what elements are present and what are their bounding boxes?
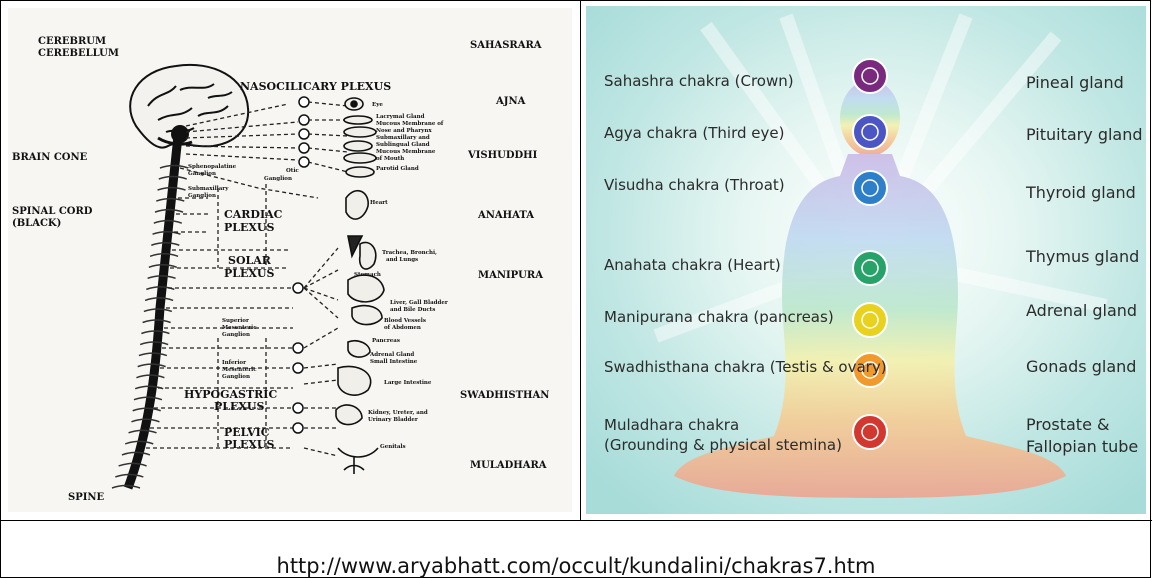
chakra-sahasrara: SAHASRARA <box>470 40 542 51</box>
svg-text:Lacrymal Gland: Lacrymal Gland <box>376 114 425 120</box>
svg-text:Adrenal Gland: Adrenal Gland <box>369 352 414 358</box>
svg-text:Mucous Membrane of: Mucous Membrane of <box>376 121 444 127</box>
brain-cone-label: BRAIN CONE <box>12 152 88 163</box>
chakra-vishuddhi: VISHUDDHI <box>467 150 538 161</box>
chakra-sacral-label: Swadhisthana chakra (Testis & ovary) <box>604 358 887 376</box>
svg-text:Stomach: Stomach <box>354 272 381 278</box>
svg-text:and Bile Ducts: and Bile Ducts <box>390 307 435 313</box>
svg-text:Large Intestine: Large Intestine <box>384 380 432 386</box>
chakra-heart-icon <box>853 251 887 285</box>
svg-text:Sphenopalatine: Sphenopalatine <box>188 164 237 170</box>
row-divider <box>0 520 1152 521</box>
svg-text:of Mouth: of Mouth <box>376 156 404 162</box>
svg-text:Parotid Gland: Parotid Gland <box>376 166 419 172</box>
chakra-throat-label: Visudha chakra (Throat) <box>604 176 785 194</box>
svg-text:Eye: Eye <box>372 102 383 108</box>
svg-text:Kidney, Ureter, and: Kidney, Ureter, and <box>368 410 428 416</box>
chakra-throat-icon <box>853 171 887 205</box>
svg-text:and Lungs: and Lungs <box>386 257 418 263</box>
svg-text:Mucous Membrane: Mucous Membrane <box>376 149 436 155</box>
svg-text:Pancreas: Pancreas <box>372 338 400 344</box>
chakra-muladhara: MULADHARA <box>470 460 547 471</box>
chakra-solar-icon <box>853 303 887 337</box>
chakra-pancreas-label: Manipurana chakra (pancreas) <box>604 308 834 326</box>
svg-text:Superior: Superior <box>222 318 249 324</box>
svg-text:Nose and Pharynx: Nose and Pharynx <box>376 128 432 134</box>
svg-text:Ganglion: Ganglion <box>222 332 250 338</box>
svg-text:Mesenteric: Mesenteric <box>222 325 257 331</box>
diagram-labels: CEREBRUM CEREBELLUM NASOCILICARY PLEXUS … <box>12 36 549 503</box>
chakra-third-eye-icon <box>853 115 887 149</box>
chakra-third-eye-label: Agya chakra (Third eye) <box>604 124 784 142</box>
black-label: (BLACK) <box>12 218 61 229</box>
gland-fallopian-label: Fallopian tube <box>1026 437 1138 456</box>
svg-text:Ganglion: Ganglion <box>222 374 250 380</box>
ganglion-nodes <box>293 97 309 433</box>
chakra-crown-label: Sahashra chakra (Crown) <box>604 72 794 90</box>
pelvic-plexus-label: PLEXUS <box>224 438 275 451</box>
spine-label: SPINE <box>68 492 105 503</box>
spinal-cord <box>128 136 178 488</box>
column-divider <box>580 0 581 520</box>
brain-illustration <box>130 65 248 148</box>
svg-text:Urinary Bladder: Urinary Bladder <box>368 417 418 423</box>
chakra-root-label: Muladhara chakra <box>604 416 739 434</box>
svg-text:Small Intestine: Small Intestine <box>370 359 418 365</box>
chakra-root-sub-label: (Grounding & physical stemina) <box>604 436 842 454</box>
solar-label: SOLAR <box>228 254 272 267</box>
solar-plexus-label: PLEXUS <box>224 267 275 280</box>
svg-text:Submaxillary: Submaxillary <box>188 186 229 192</box>
cardiac-label: CARDIAC <box>224 208 283 221</box>
svg-text:Liver, Gall Bladder: Liver, Gall Bladder <box>390 300 448 306</box>
spinal-cord-label: SPINAL CORD <box>12 206 93 217</box>
svg-text:Genitals: Genitals <box>380 444 406 450</box>
chakra-root-icon <box>853 415 887 449</box>
gland-thyroid-label: Thyroid gland <box>1025 183 1136 202</box>
gland-gonads-label: Gonads gland <box>1026 357 1136 376</box>
svg-text:of Abdomen: of Abdomen <box>384 325 421 331</box>
svg-text:Submaxillary and: Submaxillary and <box>376 135 430 141</box>
gland-pituitary-label: Pituitary gland <box>1026 125 1143 144</box>
nervous-system-diagram: CEREBRUM CEREBELLUM NASOCILICARY PLEXUS … <box>8 8 572 512</box>
svg-text:Inferior: Inferior <box>222 360 246 366</box>
source-url-caption: http://www.aryabhatt.com/occult/kundalin… <box>0 554 1152 578</box>
svg-text:Mesenteric: Mesenteric <box>222 367 257 373</box>
chakra-ajna: AJNA <box>495 96 526 107</box>
chakra-illustration: Sahashra chakra (Crown) Agya chakra (Thi… <box>586 6 1146 514</box>
cerebellum-label: CEREBELLUM <box>38 48 119 59</box>
nasociliary-label: NASOCILICARY PLEXUS <box>240 80 391 93</box>
cerebrum-label: CEREBRUM <box>38 36 106 47</box>
chakra-manipura: MANIPURA <box>478 270 543 281</box>
chakra-anahata: ANAHATA <box>477 210 534 221</box>
svg-text:Heart: Heart <box>370 200 388 206</box>
svg-text:Otic: Otic <box>286 168 299 174</box>
svg-text:Sublingual Gland: Sublingual Gland <box>376 142 430 148</box>
chakra-heart-label: Anahata chakra (Heart) <box>604 256 781 274</box>
hypogastric-plexus-label: PLEXUS <box>214 400 265 413</box>
gland-pineal-label: Pineal gland <box>1026 73 1124 92</box>
gland-prostate-label: Prostate & <box>1026 415 1109 434</box>
svg-text:Ganglion: Ganglion <box>188 171 216 177</box>
svg-text:Ganglion: Ganglion <box>188 193 216 199</box>
cardiac-plexus-label: PLEXUS <box>224 221 275 234</box>
svg-text:Ganglion: Ganglion <box>264 176 292 182</box>
gland-thymus-label: Thymus gland <box>1025 247 1139 266</box>
chakra-crown-icon <box>853 59 887 93</box>
chakra-swadhisthan: SWADHISTHAN <box>460 390 549 401</box>
svg-text:Trachea, Bronchi,: Trachea, Bronchi, <box>382 250 437 256</box>
svg-text:Blood Vessels: Blood Vessels <box>384 318 426 324</box>
gland-adrenal-label: Adrenal gland <box>1026 301 1137 320</box>
